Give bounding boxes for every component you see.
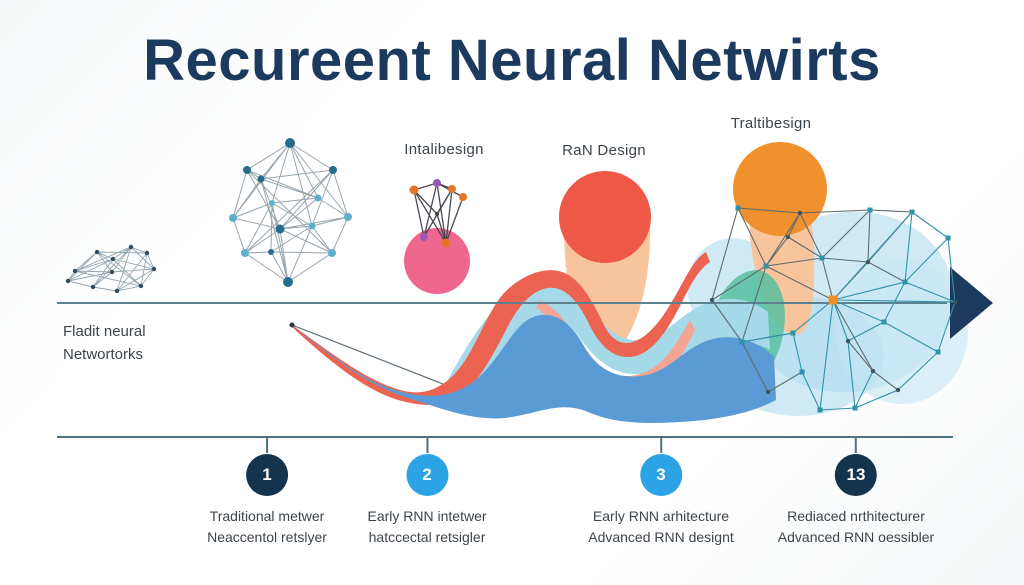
milestone-number-badge: 3 <box>640 454 682 496</box>
stage-label-rnn-design: RaN Design <box>562 142 646 159</box>
timeline-milestone-2: 2 Early RNN intetwer hatccectal retsigle… <box>367 437 487 548</box>
milestone-caption: Traditional metwer Neaccentol retslyer <box>207 508 327 545</box>
timeline-tick <box>855 437 857 453</box>
timeline-tick <box>660 437 662 453</box>
red-circle <box>559 171 651 263</box>
milestone-caption: Rediaced nrthitecturer Advanced RNN oess… <box>777 508 935 545</box>
milestone-number: 2 <box>422 465 432 484</box>
milestone-number-badge: 2 <box>406 454 448 496</box>
milestone-caption: Early RNN intetwer hatccectal retsigler <box>367 508 487 545</box>
flat-networks-line1: Fladit neural <box>63 323 146 340</box>
milestone-number-badge: 13 <box>835 454 877 496</box>
stage-label-trait-design: Traltibesign <box>730 115 812 132</box>
timeline-milestone-1: 1 Traditional metwer Neaccentol retslyer <box>207 437 327 548</box>
mesh-network <box>65 244 157 294</box>
pink-node-graph <box>404 179 470 294</box>
flat-networks-line2: Networtorks <box>63 346 144 363</box>
milestone-number: 3 <box>656 465 666 484</box>
flat-networks-label: Fladit neural Networtorks <box>63 320 146 366</box>
polyhedral-network <box>229 138 352 287</box>
orange-circle <box>733 142 827 236</box>
timeline-tick <box>426 437 428 453</box>
timeline-tick <box>265 437 268 453</box>
milestone-number: 13 <box>846 465 866 484</box>
milestone-caption: Early RNN arhitecture Advanced RNN desig… <box>588 508 734 545</box>
timeline-milestone-3: 3 Early RNN arhitecture Advanced RNN des… <box>588 437 734 548</box>
page-title: Recureent Neural Netwirts <box>143 28 881 93</box>
teal-network <box>709 205 958 413</box>
orange-hub-node <box>828 295 838 305</box>
timeline-milestone-4: 13 Rediaced nrthitecturer Advanced RNN o… <box>778 437 934 548</box>
right-arrow-icon <box>950 267 993 339</box>
pink-circle <box>404 228 470 294</box>
flow-ribbons <box>289 252 776 423</box>
milestone-number: 1 <box>262 465 272 484</box>
stage-label-initial-design: Intalibesign <box>404 141 484 158</box>
milestone-number-badge: 1 <box>245 454 288 496</box>
